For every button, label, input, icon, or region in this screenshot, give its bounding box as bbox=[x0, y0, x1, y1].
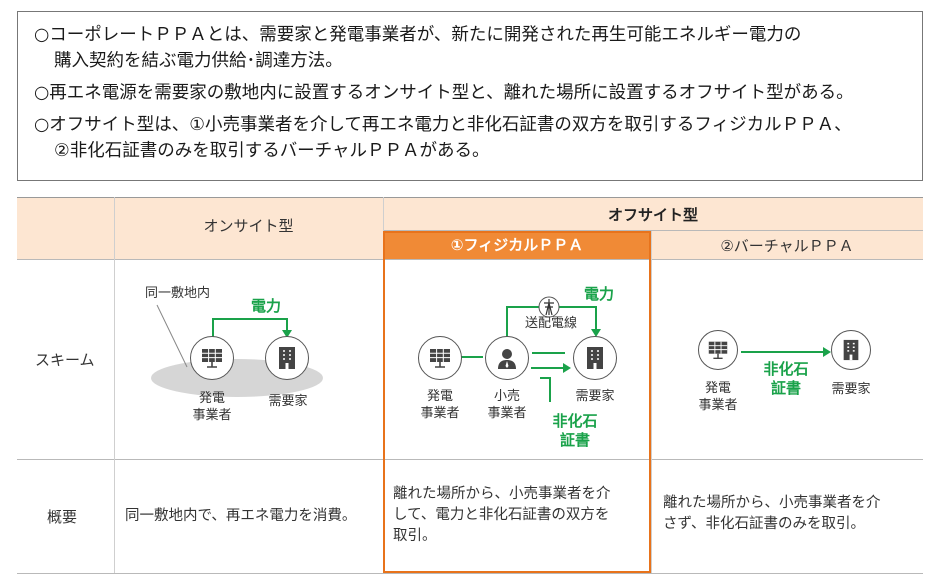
virtual-certificate-label-line-2: 証書 bbox=[770, 379, 801, 397]
onsite-generator-label-line-2: 事業者 bbox=[192, 408, 232, 423]
table-bottom-line bbox=[17, 573, 923, 574]
physical-grid-power-arrowhead bbox=[591, 329, 601, 337]
physical-retailer-consumer-arrowhead bbox=[563, 363, 571, 373]
virtual-generator-label-line-2: 事業者 bbox=[698, 398, 738, 413]
physical-consumer-label: 需要家 bbox=[575, 389, 615, 404]
building-icon bbox=[587, 347, 603, 369]
physical-retailer-label: 小売 事業者 bbox=[480, 388, 534, 422]
virtual-diagram-graphic bbox=[741, 347, 831, 357]
physical-generator-circle bbox=[418, 336, 462, 380]
physical-power-label: 電力 bbox=[584, 285, 615, 303]
physical-certificate-label-line-1: 非化石 bbox=[552, 412, 598, 430]
onsite-generator-label-line-1: 発電 bbox=[198, 391, 225, 406]
overview-physical-line-1: 離れた場所から、小売事業者を介 bbox=[393, 486, 611, 502]
physical-generator-label-line-1: 発電 bbox=[426, 389, 453, 404]
overview-virtual-line-1: 離れた場所から、小売事業者を介 bbox=[663, 495, 881, 511]
header-offsite: オフサイト型 bbox=[607, 206, 698, 224]
virtual-generator-label-line-1: 発電 bbox=[704, 381, 731, 396]
onsite-power-label: 電力 bbox=[251, 297, 282, 315]
onsite-consumer-circle bbox=[265, 336, 309, 380]
table-top-border bbox=[17, 197, 923, 198]
physical-cert-drop bbox=[540, 377, 551, 402]
virtual-certificate-label-line-1: 非化石 bbox=[763, 360, 809, 378]
onsite-power-arrow bbox=[212, 318, 288, 337]
onsite-power-arrowhead bbox=[282, 330, 292, 338]
onsite-consumer-label: 需要家 bbox=[268, 394, 308, 409]
solar-panel-icon bbox=[708, 341, 728, 360]
overview-virtual: 離れた場所から、小売事業者を介 さず、非化石証書のみを取引。 bbox=[663, 493, 881, 535]
solar-panel-icon bbox=[430, 349, 450, 368]
physical-retailer-label-line-2: 事業者 bbox=[487, 406, 527, 421]
overview-physical-line-3: 取引。 bbox=[393, 528, 437, 544]
person-icon bbox=[498, 349, 516, 369]
virtual-generator-label: 発電 事業者 bbox=[690, 380, 746, 414]
header-virtual-ppa: ②バーチャルＰＰＡ bbox=[720, 237, 854, 255]
physical-generator-label: 発電 事業者 bbox=[413, 388, 467, 422]
overview-physical: 離れた場所から、小売事業者を介 して、電力と非化石証書の双方を 取引。 bbox=[393, 484, 611, 547]
physical-consumer-circle bbox=[573, 336, 617, 380]
solar-panel-icon bbox=[202, 349, 222, 368]
overview-physical-line-2: して、電力と非化石証書の双方を bbox=[393, 507, 610, 523]
header-onsite: オンサイト型 bbox=[203, 217, 294, 235]
summary-bullet-3-line-2: ②非化石証書のみを取引するバーチャルＰＰＡがある。 bbox=[54, 141, 490, 161]
building-icon bbox=[279, 347, 295, 369]
site-pointer-line bbox=[156, 304, 188, 368]
col-divider-3 bbox=[651, 231, 652, 573]
physical-grid-label: 送配電線 bbox=[525, 316, 578, 331]
summary-bullet-1: ○コーポレートＰＰＡとは、需要家と発電事業者が、新たに開発された再生可能エネルギ… bbox=[34, 22, 922, 74]
overview-onsite: 同一敷地内で、再エネ電力を消費。 bbox=[125, 508, 357, 524]
virtual-generator-circle bbox=[698, 330, 738, 370]
overview-virtual-line-2: さず、非化石証書のみを取引。 bbox=[663, 516, 865, 532]
transmission-tower-icon bbox=[538, 296, 560, 318]
physical-retailer-label-line-1: 小売 bbox=[493, 389, 520, 404]
summary-bullet-2: ○再エネ電源を需要家の敷地内に設置するオンサイト型と、離れた場所に設置するオフサ… bbox=[34, 83, 854, 103]
summary-bullet-1-line-1: ○コーポレートＰＰＡとは、需要家と発電事業者が、新たに開発された再生可能エネルギ… bbox=[34, 25, 802, 45]
virtual-certificate-label: 非化石 証書 bbox=[756, 360, 816, 398]
physical-certificate-label-line-2: 証書 bbox=[559, 431, 590, 449]
header-bottom-line bbox=[17, 259, 923, 260]
onsite-site-label: 同一敷地内 bbox=[145, 286, 211, 301]
physical-generator-label-line-2: 事業者 bbox=[420, 406, 460, 421]
virtual-cert-arrowhead bbox=[823, 347, 831, 357]
onsite-generator-circle bbox=[190, 336, 234, 380]
building-icon bbox=[843, 339, 859, 361]
summary-bullet-3-line-1: ○オフサイト型は、①小売事業者を介して再エネ電力と非化石証書の双方を取引するフィ… bbox=[34, 115, 852, 135]
onsite-generator-label: 発電 事業者 bbox=[184, 390, 240, 424]
header-split-line bbox=[383, 230, 923, 231]
summary-bullet-3: ○オフサイト型は、①小売事業者を介して再エネ電力と非化石証書の双方を取引するフィ… bbox=[34, 112, 922, 164]
physical-ppa-highlight-frame bbox=[383, 231, 651, 573]
summary-bullet-1-line-2: 購入契約を結ぶ電力供給･調達方法。 bbox=[54, 51, 343, 71]
virtual-consumer-circle bbox=[831, 330, 871, 370]
row-label-overview: 概要 bbox=[47, 508, 78, 526]
physical-retailer-circle bbox=[485, 336, 529, 380]
header-physical-ppa: ①フィジカルＰＰＡ bbox=[383, 231, 651, 259]
physical-certificate-label: 非化石 証書 bbox=[545, 412, 605, 450]
row-label-scheme: スキーム bbox=[35, 351, 95, 369]
summary-box: ○コーポレートＰＰＡとは、需要家と発電事業者が、新たに開発された再生可能エネルギ… bbox=[17, 11, 923, 181]
col-divider-1 bbox=[114, 197, 115, 573]
virtual-consumer-label: 需要家 bbox=[831, 382, 871, 397]
onsite-diagram-graphic bbox=[151, 304, 323, 397]
comparison-table: オンサイト型 オフサイト型 ②バーチャルＰＰＡ スキーム 概要 同一敷地内で、再… bbox=[17, 197, 923, 575]
row-divider-line bbox=[17, 459, 923, 460]
